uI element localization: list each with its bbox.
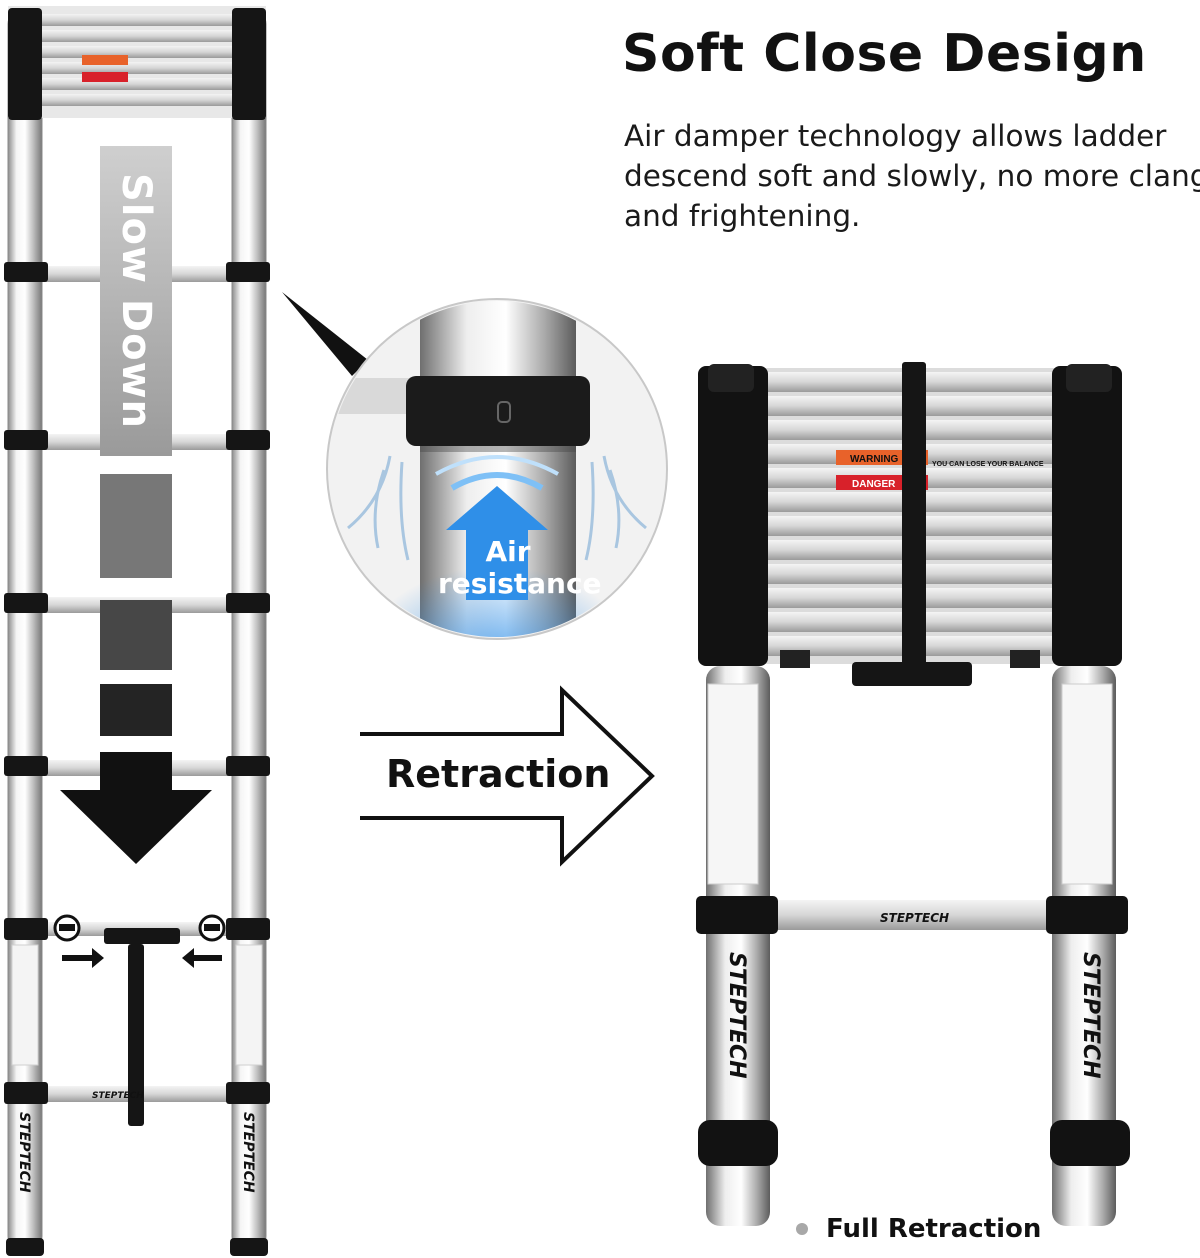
t-handle bbox=[852, 662, 972, 686]
airflow-arrows-right bbox=[584, 455, 647, 561]
callout-pointer bbox=[282, 292, 368, 376]
warning-body-text: YOU CAN LOSE YOUR BALANCE bbox=[932, 461, 1044, 468]
full-retraction-text: Full Retraction bbox=[826, 1214, 1042, 1244]
bullet-icon bbox=[796, 1223, 808, 1235]
description-line-3: and frightening. bbox=[624, 199, 861, 233]
rail-brand-right: STEPTECH bbox=[1078, 952, 1103, 1079]
rail-sticker-left bbox=[11, 944, 39, 1066]
rung-brand-text: STEPTECH bbox=[880, 911, 949, 925]
air-resistance-label: Air resistance bbox=[438, 535, 602, 600]
ladder-top-stack bbox=[8, 6, 266, 120]
slow-down-label-box: Slow Down bbox=[100, 146, 172, 456]
carry-strap bbox=[902, 362, 926, 672]
rail-sticker-right bbox=[1061, 683, 1113, 885]
air-label-line-1: Air bbox=[485, 535, 531, 568]
description-line-1: Air damper technology allows ladder bbox=[624, 119, 1167, 153]
stacked-collars-left bbox=[698, 366, 768, 666]
danger-label-text: DANGER bbox=[852, 479, 896, 490]
rail-brand-left: STEPTECH bbox=[16, 1112, 32, 1193]
bottom-rung bbox=[770, 900, 1052, 930]
description-line-2: descend soft and slowly, no more clang bbox=[624, 159, 1200, 193]
extended-ladder: STEPTECH STEPTECH STEPTECH bbox=[4, 6, 270, 1256]
retraction-arrow-icon bbox=[340, 685, 655, 867]
slow-down-label: Slow Down bbox=[113, 173, 159, 429]
rail-sticker-left bbox=[707, 683, 759, 885]
t-handle bbox=[104, 928, 180, 944]
press-arrow-left bbox=[62, 948, 104, 968]
slow-down-bar bbox=[100, 146, 172, 456]
carry-strap bbox=[128, 944, 144, 1126]
page-title: Soft Close Design bbox=[622, 24, 1147, 84]
air-label-line-2: resistance bbox=[438, 567, 602, 600]
airflow-arrows-left bbox=[347, 455, 410, 561]
air-up-arrow-icon bbox=[446, 486, 548, 600]
rail-brand-right: STEPTECH bbox=[240, 1112, 256, 1193]
down-arrow-icon bbox=[60, 752, 212, 864]
press-arrow-right bbox=[182, 948, 222, 968]
slow-down-block-1 bbox=[100, 474, 172, 578]
slow-down-block-3 bbox=[100, 684, 172, 736]
rail-sticker-right bbox=[235, 944, 263, 1066]
stacked-collars-right bbox=[1052, 366, 1122, 666]
zoom-circle bbox=[326, 298, 668, 640]
full-retraction-caption: Full Retraction bbox=[796, 1214, 1041, 1244]
rail-brand-left: STEPTECH bbox=[724, 952, 749, 1079]
description: Air damper technology allows ladder desc… bbox=[624, 116, 1200, 236]
retracted-ladder: WARNING DANGER YOU CAN LOSE YOUR BALANCE… bbox=[696, 362, 1130, 1226]
warning-label-text: WARNING bbox=[850, 454, 899, 465]
slow-down-block-2 bbox=[100, 600, 172, 670]
rung-brand-text: STEPTECH bbox=[92, 1091, 144, 1101]
retraction-label: Retraction bbox=[386, 752, 611, 796]
